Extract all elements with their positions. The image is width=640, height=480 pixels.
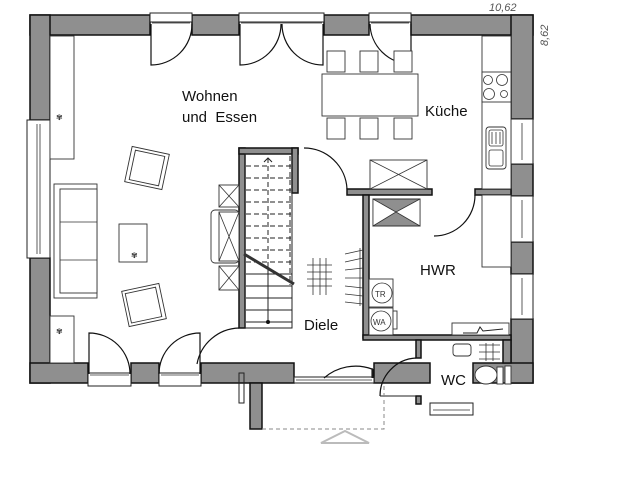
svg-text:✾: ✾ (56, 327, 63, 336)
room-label-kueche: Küche (425, 103, 468, 120)
dryer-label: TR (375, 290, 386, 299)
hall-furniture (307, 248, 364, 306)
svg-text:✾: ✾ (56, 113, 63, 122)
room-label-essen: und Essen (182, 109, 257, 126)
bottom-doors (87, 332, 375, 387)
staircase (243, 153, 295, 329)
dimension-depth: 8,62 (539, 25, 551, 46)
windows (26, 118, 534, 416)
interior-doors (196, 147, 476, 397)
room-label-wohnen: Wohnen (182, 88, 238, 105)
kitchen-counter (369, 35, 512, 190)
svg-text:✾: ✾ (131, 251, 138, 260)
entrance-canopy (262, 383, 385, 444)
room-label-wc: WC (441, 372, 466, 389)
utility-room: TR WA (368, 194, 512, 336)
dimension-width: 10,62 (489, 2, 517, 14)
exterior-walls (29, 14, 534, 430)
room-label-hwr: HWR (420, 262, 456, 279)
terrace-doors (149, 12, 412, 66)
wc-room (452, 343, 512, 385)
dining-table (321, 50, 419, 140)
washer-label: WA (373, 318, 386, 327)
room-label-diele: Diele (304, 317, 338, 334)
living-furniture: ✾ ✾ ✾ (49, 35, 240, 364)
